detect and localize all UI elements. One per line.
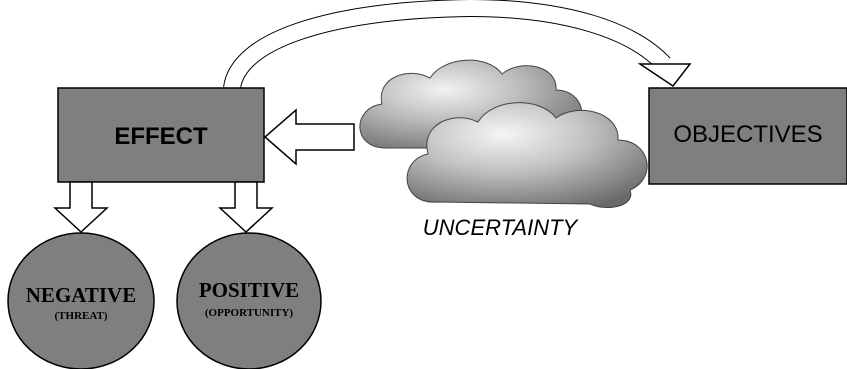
effect-to-positive-arrow xyxy=(218,181,274,234)
opportunity-label: (OPPORTUNITY) xyxy=(204,307,294,319)
objectives-box xyxy=(648,87,847,185)
cloud-front-icon xyxy=(406,102,648,208)
positive-label: POSITIVE xyxy=(198,278,300,302)
uncertainty-label: UNCERTAINTY xyxy=(422,215,578,240)
negative-circle xyxy=(7,232,155,369)
effect-box xyxy=(57,87,265,183)
positive-circle xyxy=(176,232,322,369)
objectives-label: OBJECTIVES xyxy=(673,121,823,148)
negative-label: NEGATIVE xyxy=(25,283,137,307)
uncertainty-to-effect-arrow xyxy=(263,108,355,166)
effect-to-negative-arrow xyxy=(53,181,109,234)
threat-label: (THREAT) xyxy=(54,310,108,322)
effect-to-objectives-arrow xyxy=(223,0,692,90)
effect-label: EFFECT xyxy=(114,123,208,150)
